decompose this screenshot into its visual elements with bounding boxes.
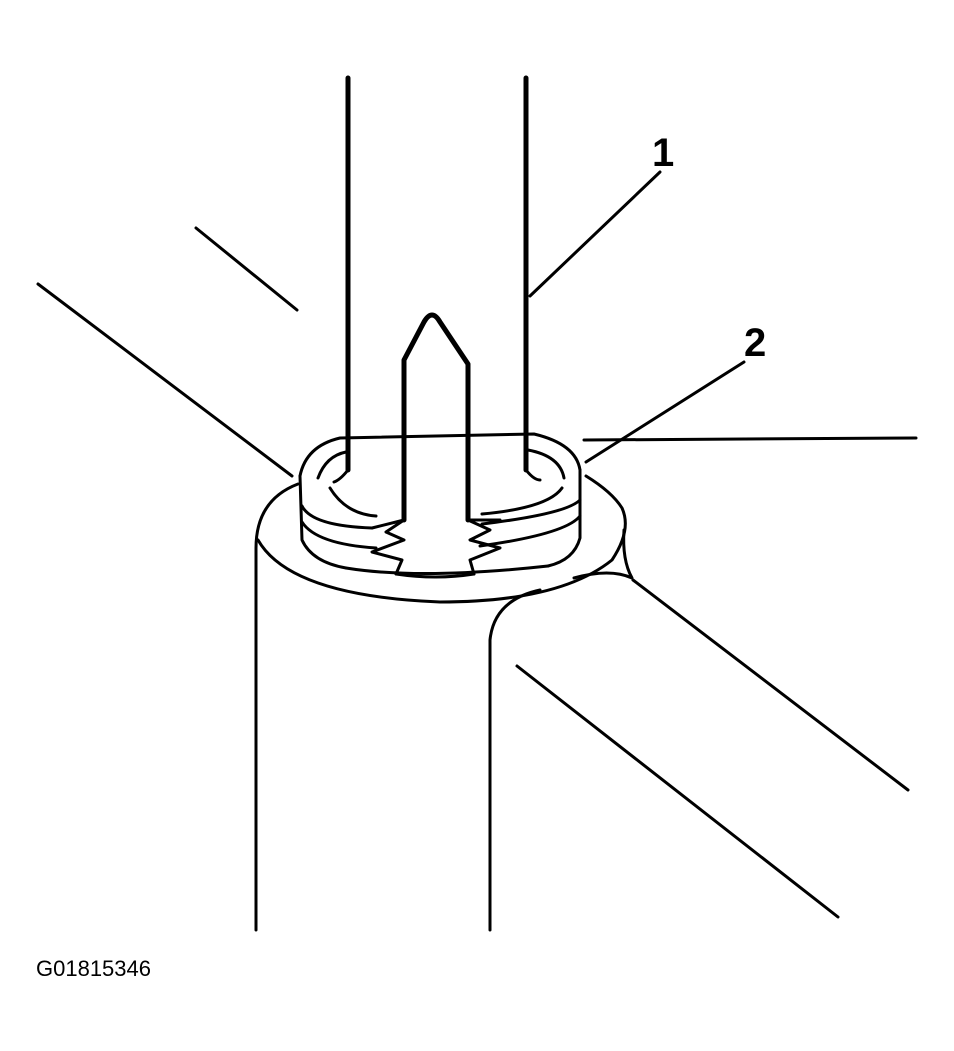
tube-top-rim (256, 474, 627, 604)
seal-ring-inner-top-right (526, 448, 566, 480)
tip-break-bottom (394, 572, 476, 579)
seal-ring-groove-2 (300, 520, 378, 550)
seal-ring-inner-top (316, 450, 348, 480)
edge-line-right-top (631, 578, 910, 792)
tool (332, 75, 542, 579)
seal-ring-groove-2-right (478, 514, 582, 548)
tool-tip (401, 312, 471, 523)
motion-line-lower-right (515, 664, 840, 919)
seal-ring-groove-1 (300, 504, 374, 530)
fitting-junction (572, 528, 634, 580)
motion-lines (36, 226, 910, 919)
tool-right-foot (524, 468, 542, 482)
tube-right-edge (488, 588, 542, 932)
tip-break-left (370, 518, 406, 576)
seal-ring-inner-bottom (328, 486, 378, 518)
leader-line-2 (584, 360, 746, 464)
edge-line-left (36, 282, 294, 478)
tip-break-right (466, 518, 502, 576)
seal-ring-inner-bottom-right (480, 486, 564, 516)
callout-2: 2 (744, 321, 766, 365)
callout-1: 1 (652, 131, 674, 175)
motion-line-upper-left (194, 226, 299, 312)
seal-ring-side-right (546, 468, 582, 568)
tube-body (254, 474, 634, 932)
figure-id: G01815346 (36, 956, 151, 981)
seal-ring (298, 432, 582, 576)
tube-left-edge (254, 482, 300, 932)
seal-ring-side-left (298, 474, 348, 570)
seal-ring-bottom (344, 564, 550, 576)
seal-ring-outer-top (298, 432, 582, 478)
tool-left-foot (332, 468, 350, 484)
seal-ring-groove-1-right (480, 498, 582, 526)
reference-line-right (582, 436, 918, 442)
leader-line-1 (528, 170, 662, 298)
leader-lines (528, 170, 918, 464)
